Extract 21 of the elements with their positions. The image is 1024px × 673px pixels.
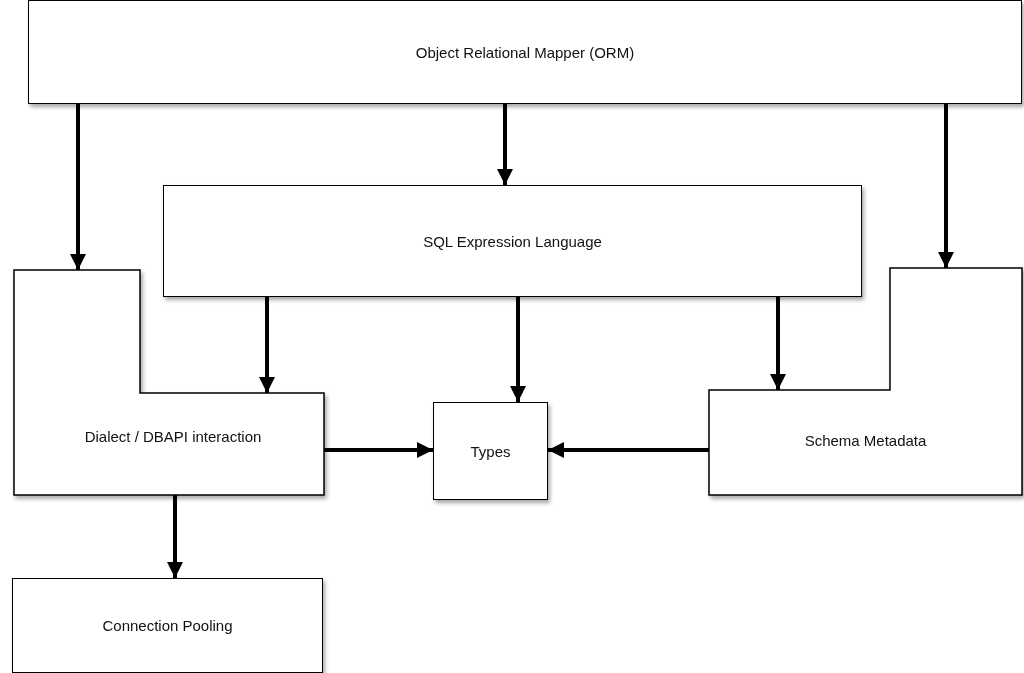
node-label: Object Relational Mapper (ORM) bbox=[415, 43, 635, 61]
arrow bbox=[548, 442, 709, 458]
process-box bbox=[12, 578, 323, 673]
arrow bbox=[70, 104, 86, 270]
arrow bbox=[167, 495, 183, 578]
node-label: Types bbox=[470, 442, 511, 460]
arrow bbox=[770, 297, 786, 390]
node-label: Schema Metadata bbox=[804, 432, 927, 449]
arrow bbox=[938, 104, 954, 268]
arrow bbox=[510, 297, 526, 402]
process-box bbox=[433, 402, 548, 500]
node-label: Dialect / DBAPI interaction bbox=[84, 428, 262, 445]
arrow bbox=[324, 442, 433, 458]
process-box bbox=[163, 185, 862, 297]
l-shaped-box bbox=[14, 270, 324, 495]
process-box bbox=[28, 0, 1022, 104]
node-label: SQL Expression Language bbox=[423, 232, 602, 250]
l-shaped-box bbox=[709, 268, 1022, 495]
arrow bbox=[259, 297, 275, 393]
node-label: Connection Pooling bbox=[102, 617, 233, 634]
arrow bbox=[497, 104, 513, 185]
